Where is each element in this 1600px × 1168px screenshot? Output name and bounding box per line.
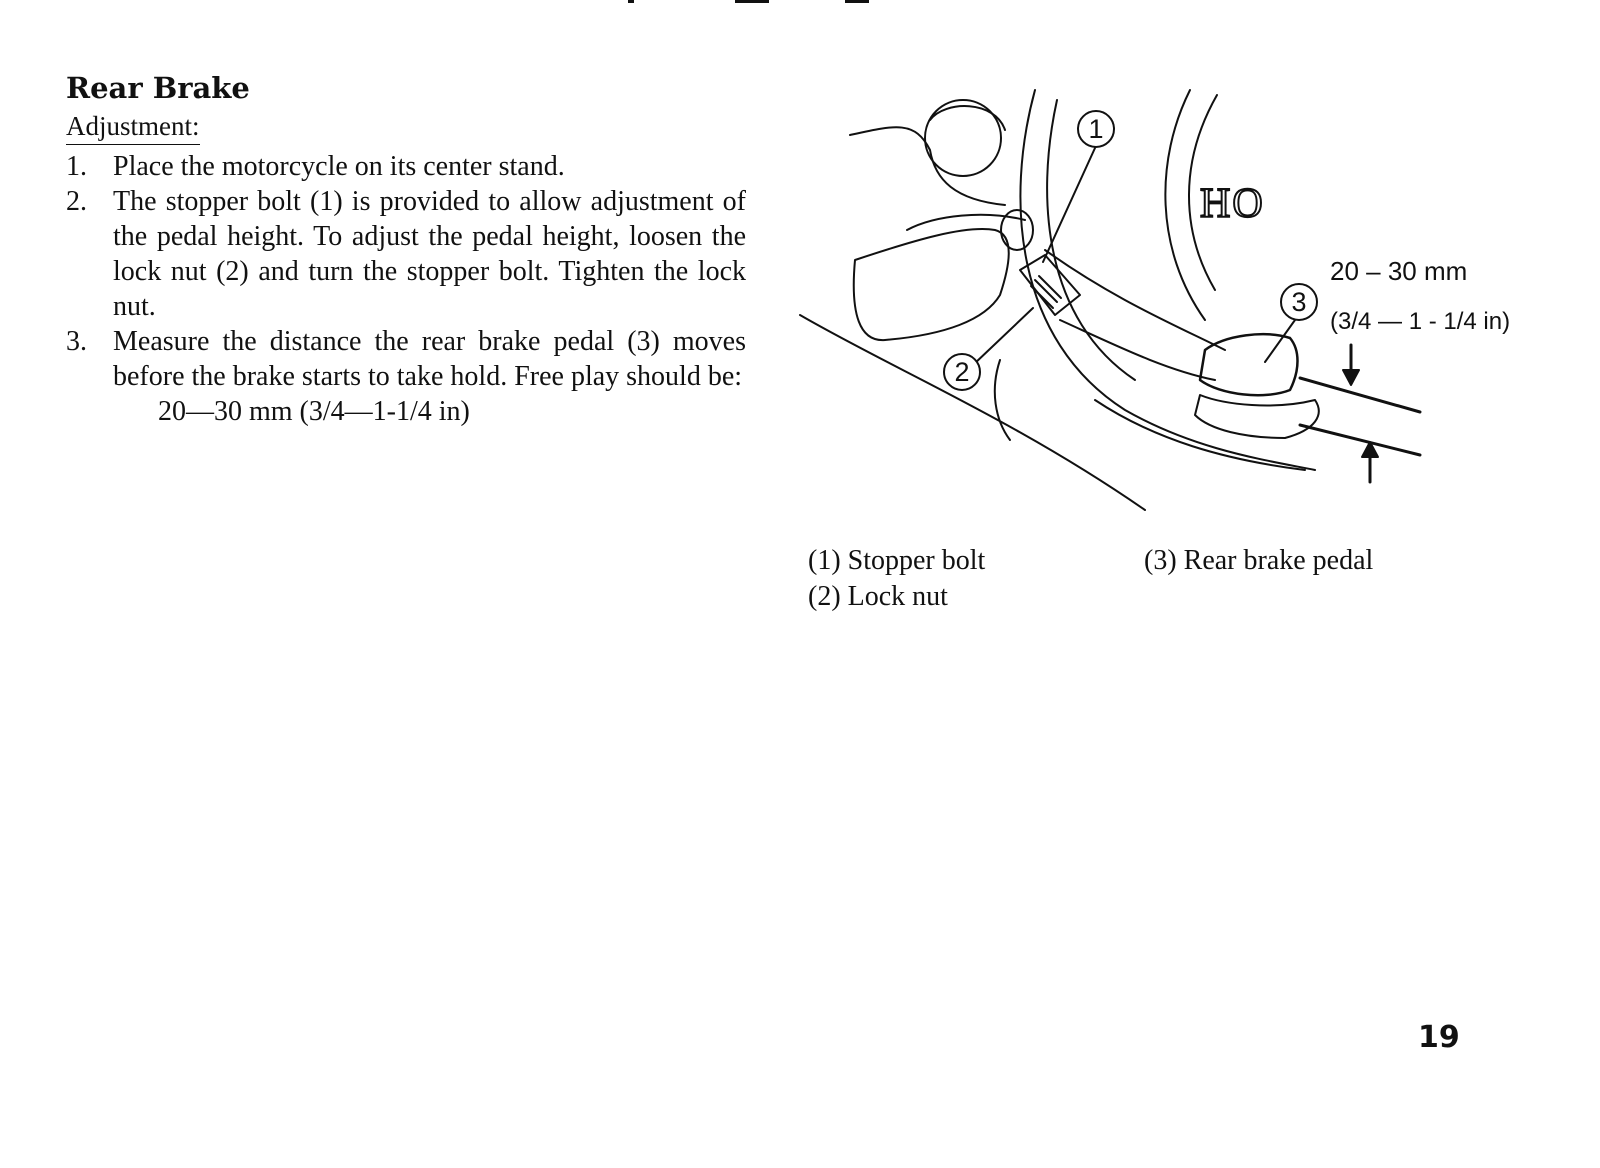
- step-2: 2. The stopper bolt (1) is provided to a…: [66, 184, 746, 324]
- frame-line: [799, 314, 1146, 511]
- step-1: 1. Place the motorcycle on its center st…: [66, 149, 746, 184]
- brand-lettering: HO: [1199, 180, 1265, 228]
- wheel-arc-inner: [1046, 99, 1136, 381]
- callout-3: 3: [1280, 283, 1318, 321]
- pedal-arm-upper: [1044, 249, 1226, 351]
- section-subheading: Adjustment:: [66, 110, 200, 145]
- instructions-column: Rear Brake Adjustment: 1. Place the moto…: [66, 70, 746, 429]
- callout-2: 2: [943, 353, 981, 391]
- step-text: Place the motorcycle on its center stand…: [113, 150, 565, 182]
- page-top-marks: [0, 0, 1600, 8]
- leader-2: [972, 307, 1034, 366]
- legend-item-rear-brake-pedal: (3) Rear brake pedal: [1144, 545, 1374, 576]
- callout-1: 1: [1077, 110, 1115, 148]
- page-number: 19: [1418, 1020, 1460, 1055]
- step-number: 3.: [66, 325, 87, 357]
- wheel-arc-right: [1164, 89, 1206, 321]
- free-play-spec: 20—30 mm (3/4—1-1/4 in): [158, 395, 470, 427]
- section-heading: Rear Brake: [66, 71, 250, 105]
- footrest-block: [852, 228, 1010, 342]
- step-text: The stopper bolt (1) is provided to allo…: [113, 185, 746, 322]
- dimension-imperial: (3/4 — 1 - 1/4 in): [1330, 308, 1511, 335]
- leader-3: [1264, 319, 1296, 363]
- leader-1: [1042, 147, 1096, 263]
- pedal-arm-lower: [1059, 319, 1216, 381]
- legend-item-lock-nut: (2) Lock nut: [808, 581, 948, 612]
- step-number: 2.: [66, 185, 87, 217]
- pedal-pad-lower: [1194, 394, 1320, 439]
- wheel-arc-right2: [1188, 94, 1218, 291]
- wheel-arc-outer: [1019, 89, 1316, 471]
- steps-list: 1. Place the motorcycle on its center st…: [66, 149, 746, 429]
- brake-pedal-drawing: [799, 89, 1422, 511]
- rear-brake-illustration: HO 1 2 3 20 – 30 mm (3/4 — 1 - 1/4 in): [795, 80, 1585, 540]
- round-boss: [924, 99, 1002, 177]
- step-3: 3. Measure the distance the rear brake p…: [66, 324, 746, 429]
- legend-item-stopper-bolt: (1) Stopper bolt: [808, 545, 986, 576]
- step-text: Measure the distance the rear brake peda…: [113, 325, 746, 392]
- ref-line-top: [1298, 376, 1422, 414]
- case-outline: [849, 126, 1006, 206]
- ref-line-bottom: [1298, 423, 1422, 457]
- pedal-pad: [1198, 332, 1299, 397]
- stopper-bolt: [1030, 275, 1062, 309]
- dimension-metric: 20 – 30 mm: [1330, 256, 1468, 286]
- bracket: [1019, 254, 1081, 316]
- step-number: 1.: [66, 150, 87, 182]
